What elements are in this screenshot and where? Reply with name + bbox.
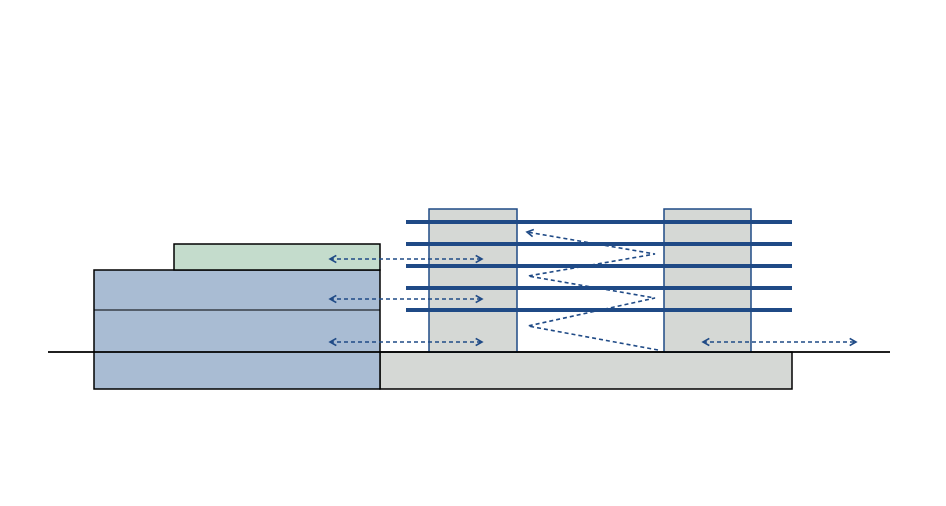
- existing-building: [93, 269, 381, 390]
- core-right: [663, 208, 752, 353]
- rooftop-addition: [173, 243, 381, 271]
- core-left: [428, 208, 518, 353]
- ramp-circulation: [525, 228, 659, 351]
- horizontal-connections: [328, 254, 858, 347]
- podium: [379, 351, 793, 390]
